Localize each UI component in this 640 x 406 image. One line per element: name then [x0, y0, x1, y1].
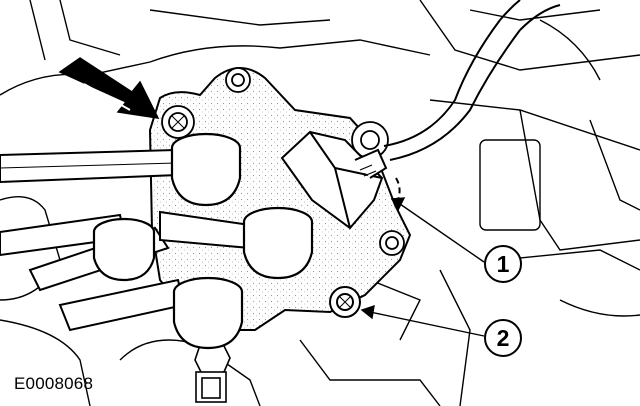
bolt-callout-2	[329, 286, 361, 318]
wiring-harness	[383, 0, 561, 201]
callout-1-number: 1	[497, 251, 510, 277]
mounting-bolt-top	[161, 105, 195, 139]
direction-arrow	[58, 57, 160, 119]
electrical-connector	[280, 130, 388, 230]
mounting-bolt-right	[379, 230, 405, 256]
callout-2-number: 2	[497, 325, 510, 351]
harness-bolt	[351, 121, 389, 159]
callout-leaders	[360, 197, 485, 337]
lower-bolt	[194, 341, 231, 403]
ht-lead-boots	[92, 132, 314, 350]
mounting-bolt-upper-right	[225, 67, 251, 93]
figure-reference-id: E0008068	[14, 374, 94, 393]
callout-1: 1	[484, 245, 522, 283]
callout-2: 2	[484, 319, 522, 357]
